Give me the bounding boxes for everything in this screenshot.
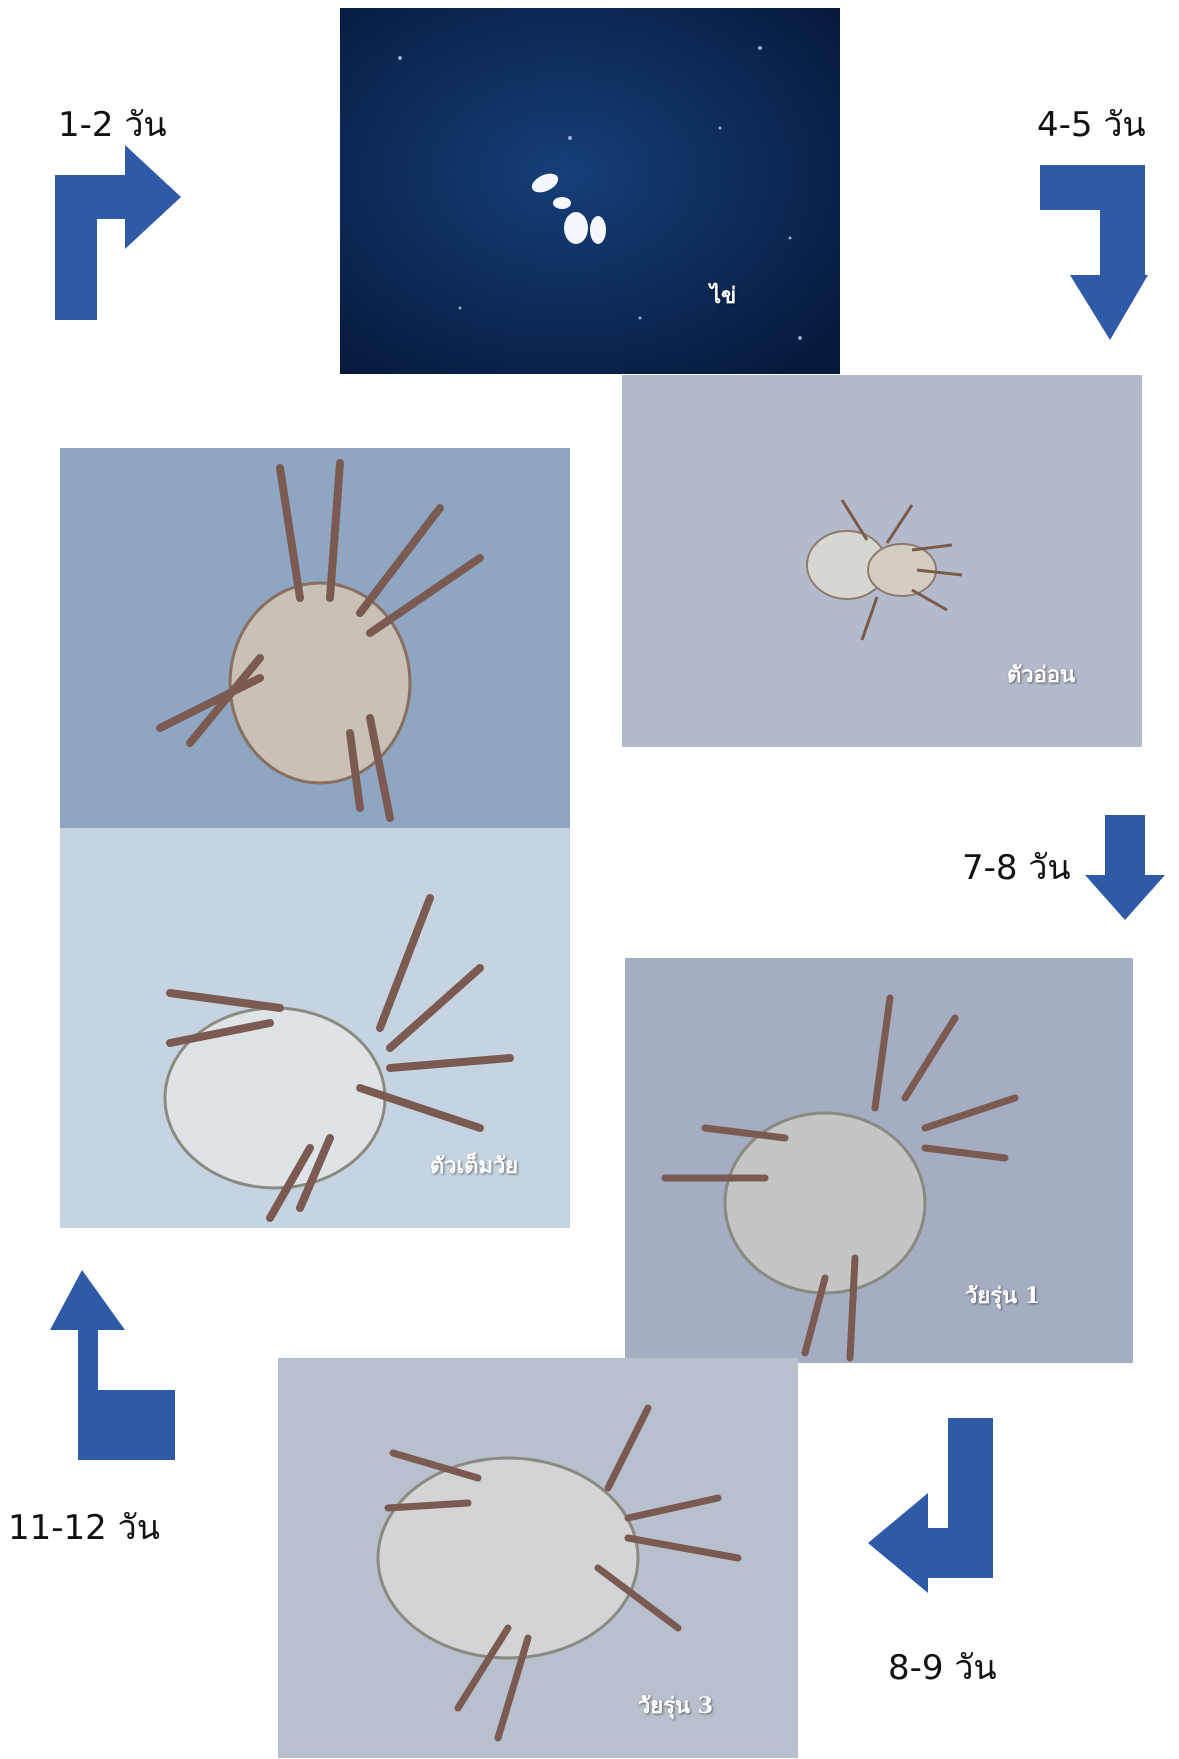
larva-caption: ตัวอ่อน [1007,657,1075,692]
nymph3-caption: วัยรุ่น 3 [638,1688,713,1723]
nymph1-caption: วัยรุ่น 1 [965,1278,1040,1313]
duration-egg-to-larva: 4-5 วัน [1037,97,1146,151]
egg-caption: ไข่ [710,278,736,313]
turn-arrow-icon [55,145,185,320]
turn-arrow-icon [868,1418,993,1593]
egg-photo: ไข่ [340,8,840,374]
nymph3-image [278,1358,798,1758]
duration-nymph1-to-nymph3: 8-9 วัน [888,1640,997,1694]
down-arrow-icon [1085,815,1165,920]
duration-egg-in: 1-2 วัน [58,97,167,151]
adult-image [60,448,570,1228]
adult-caption: ตัวเต็มวัย [430,1148,518,1183]
turn-arrow-icon [1040,165,1150,340]
egg-image [340,8,840,374]
larva-photo: ตัวอ่อน [622,375,1142,747]
turn-arrow-icon [50,1270,180,1460]
adult-photo: ตัวเต็มวัย [60,448,570,1228]
nymph3-photo: วัยรุ่น 3 [278,1358,798,1758]
duration-larva-to-nymph1: 7-8 วัน [962,840,1071,894]
nymph1-photo: วัยรุ่น 1 [625,958,1133,1363]
nymph1-image [625,958,1133,1363]
duration-nymph3-to-adult: 11-12 วัน [8,1500,160,1554]
